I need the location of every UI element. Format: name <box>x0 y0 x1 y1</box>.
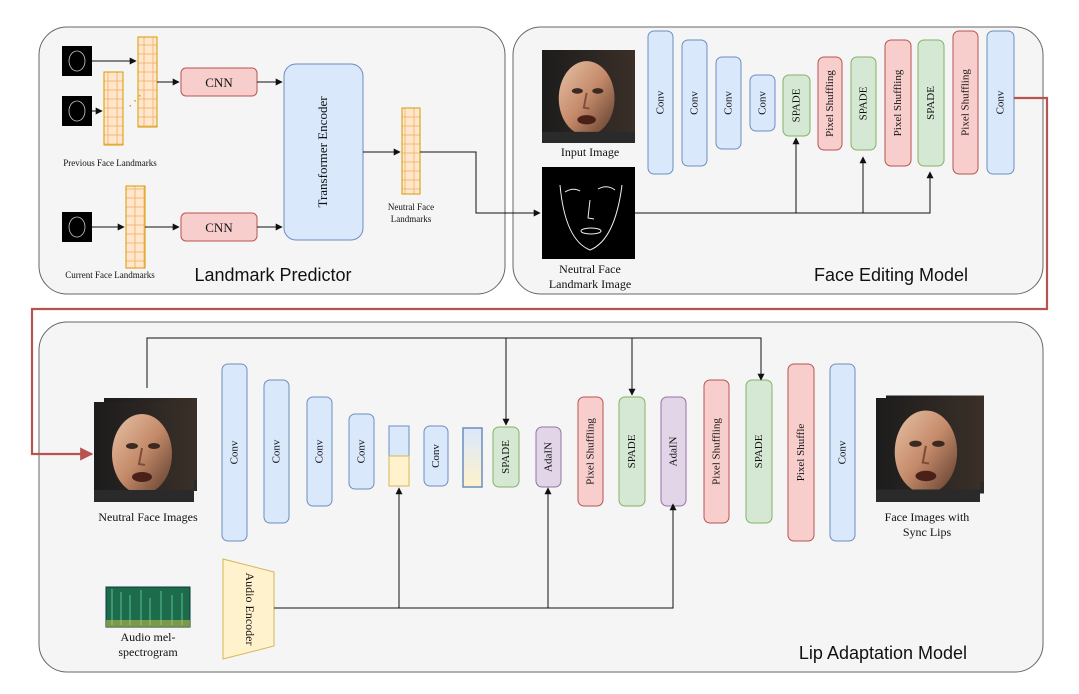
previous-landmark-thumbnails <box>62 46 92 126</box>
lip-label-1: Conv <box>271 439 283 463</box>
face-editing-block-6 <box>850 56 877 151</box>
ellipsis-dots: ⋰ <box>128 92 142 108</box>
face-editing-block-10 <box>986 30 1015 175</box>
output-face-images <box>876 394 984 504</box>
lip-block-12 <box>787 363 815 542</box>
lip-label-2: Conv <box>314 439 326 463</box>
face-editing-label-5: Pixel Shuffling <box>824 70 836 137</box>
lip-block-13 <box>829 363 856 542</box>
panel-title-landmark: Landmark Predictor <box>194 265 351 285</box>
face-editing-label-4: SPADE <box>791 88 803 122</box>
lip-label-5: SPADE <box>500 440 512 474</box>
face-editing-block-1 <box>681 39 708 167</box>
face-editing-label-6: SPADE <box>858 86 870 120</box>
lip-label-12: Pixel Shuffle <box>795 424 807 482</box>
face-editing-label-1: Conv <box>689 91 701 115</box>
neutral-face-images-label: Neutral Face Images <box>98 510 198 524</box>
lip-block-8 <box>618 396 646 507</box>
neutral-landmark-tokens <box>401 107 421 195</box>
input-image-label: Input Image <box>561 145 619 159</box>
face-editing-label-2: Conv <box>723 91 735 115</box>
neutral-landmark-image-label-2: Landmark Image <box>549 277 631 291</box>
mel-spectrogram <box>105 586 191 628</box>
face-editing-block-8 <box>917 39 945 167</box>
lip-label-4: Conv <box>430 444 442 468</box>
face-editing-label-7: Pixel Shuffling <box>892 69 904 136</box>
audio-line <box>274 503 677 609</box>
skip-line-top <box>146 337 765 388</box>
face-editing-block-2 <box>715 56 742 150</box>
face-editing-label-0: Conv <box>655 90 667 114</box>
neutral-landmarks-label-1: Neutral Face <box>388 202 434 212</box>
lip-block-2 <box>306 396 333 507</box>
output-images-label-2: Sync Lips <box>903 525 952 539</box>
face-editing-label-3: Conv <box>757 91 769 115</box>
lip-block-0 <box>221 363 248 542</box>
token-column-prev-2 <box>103 71 124 146</box>
face-editing-block-4 <box>782 74 811 137</box>
face-editing-block-3 <box>749 74 776 132</box>
neutral-landmarks-label-2: Landmarks <box>391 214 432 224</box>
audio-encoder-label: Audio Encoder <box>243 573 257 646</box>
token-column-current <box>125 185 146 269</box>
face-editing-label-9: Pixel Shuffling <box>960 69 972 136</box>
lip-label-8: SPADE <box>626 434 638 468</box>
panel-title-face-editing: Face Editing Model <box>814 265 968 285</box>
lip-label-13: Conv <box>837 440 849 464</box>
lip-block-7 <box>577 396 604 507</box>
lip-block-4 <box>423 425 449 487</box>
audio-encoder <box>222 558 275 660</box>
current-landmark-thumbnail <box>62 212 92 242</box>
face-editing-block-5 <box>817 56 843 151</box>
cross-panel-connector <box>30 96 1049 461</box>
cnn-label-top: CNN <box>205 75 233 90</box>
lip-adaptation-blocks: Conv Conv Conv Conv Conv SPADE AdaIN Pixel Shuf… <box>221 363 856 542</box>
face-editing-label-10: Conv <box>995 90 1007 114</box>
face-editing-label-8: SPADE <box>925 86 937 120</box>
current-landmarks-label: Current Face Landmarks <box>65 270 155 280</box>
token-column-prev-1 <box>137 36 158 128</box>
lip-label-3: Conv <box>356 439 368 463</box>
lip-label-6: AdaIN <box>543 442 555 472</box>
output-images-label-1: Face Images with <box>885 510 970 524</box>
lip-block-1 <box>263 379 290 524</box>
lip-block-10 <box>703 379 730 524</box>
mel-label-2: spectrogram <box>118 645 178 659</box>
lip-label-11: SPADE <box>753 434 765 468</box>
latent-token-block <box>462 427 483 488</box>
lip-label-7: Pixel Shuffling <box>585 418 597 485</box>
lip-block-5 <box>492 426 520 488</box>
panel-title-lip: Lip Adaptation Model <box>799 643 967 663</box>
mel-label-1: Audio mel- <box>121 630 176 644</box>
face-editing-block-7 <box>884 39 912 167</box>
lip-label-0: Conv <box>229 440 241 464</box>
neutral-landmark-image-label-1: Neutral Face <box>559 262 621 276</box>
transformer-encoder-label: Transformer Encoder <box>315 96 330 208</box>
lip-label-9: AdaIN <box>668 436 680 466</box>
neutral-face-images <box>94 396 197 504</box>
face-editing-block-9 <box>952 30 979 175</box>
input-image <box>542 50 635 143</box>
face-editing-block-0 <box>647 30 674 175</box>
lip-label-10: Pixel Shuffling <box>711 418 723 485</box>
face-editing-blocks: Conv Conv Conv Conv SPADE Pixel Shuffling SPAD… <box>647 30 1015 175</box>
previous-landmarks-label: Previous Face Landmarks <box>63 158 157 168</box>
bottleneck-split-block <box>388 425 410 487</box>
neutral-landmark-image <box>542 167 635 259</box>
lip-block-6 <box>535 426 562 488</box>
cnn-label-bottom: CNN <box>205 220 233 235</box>
lip-block-3 <box>348 413 375 490</box>
